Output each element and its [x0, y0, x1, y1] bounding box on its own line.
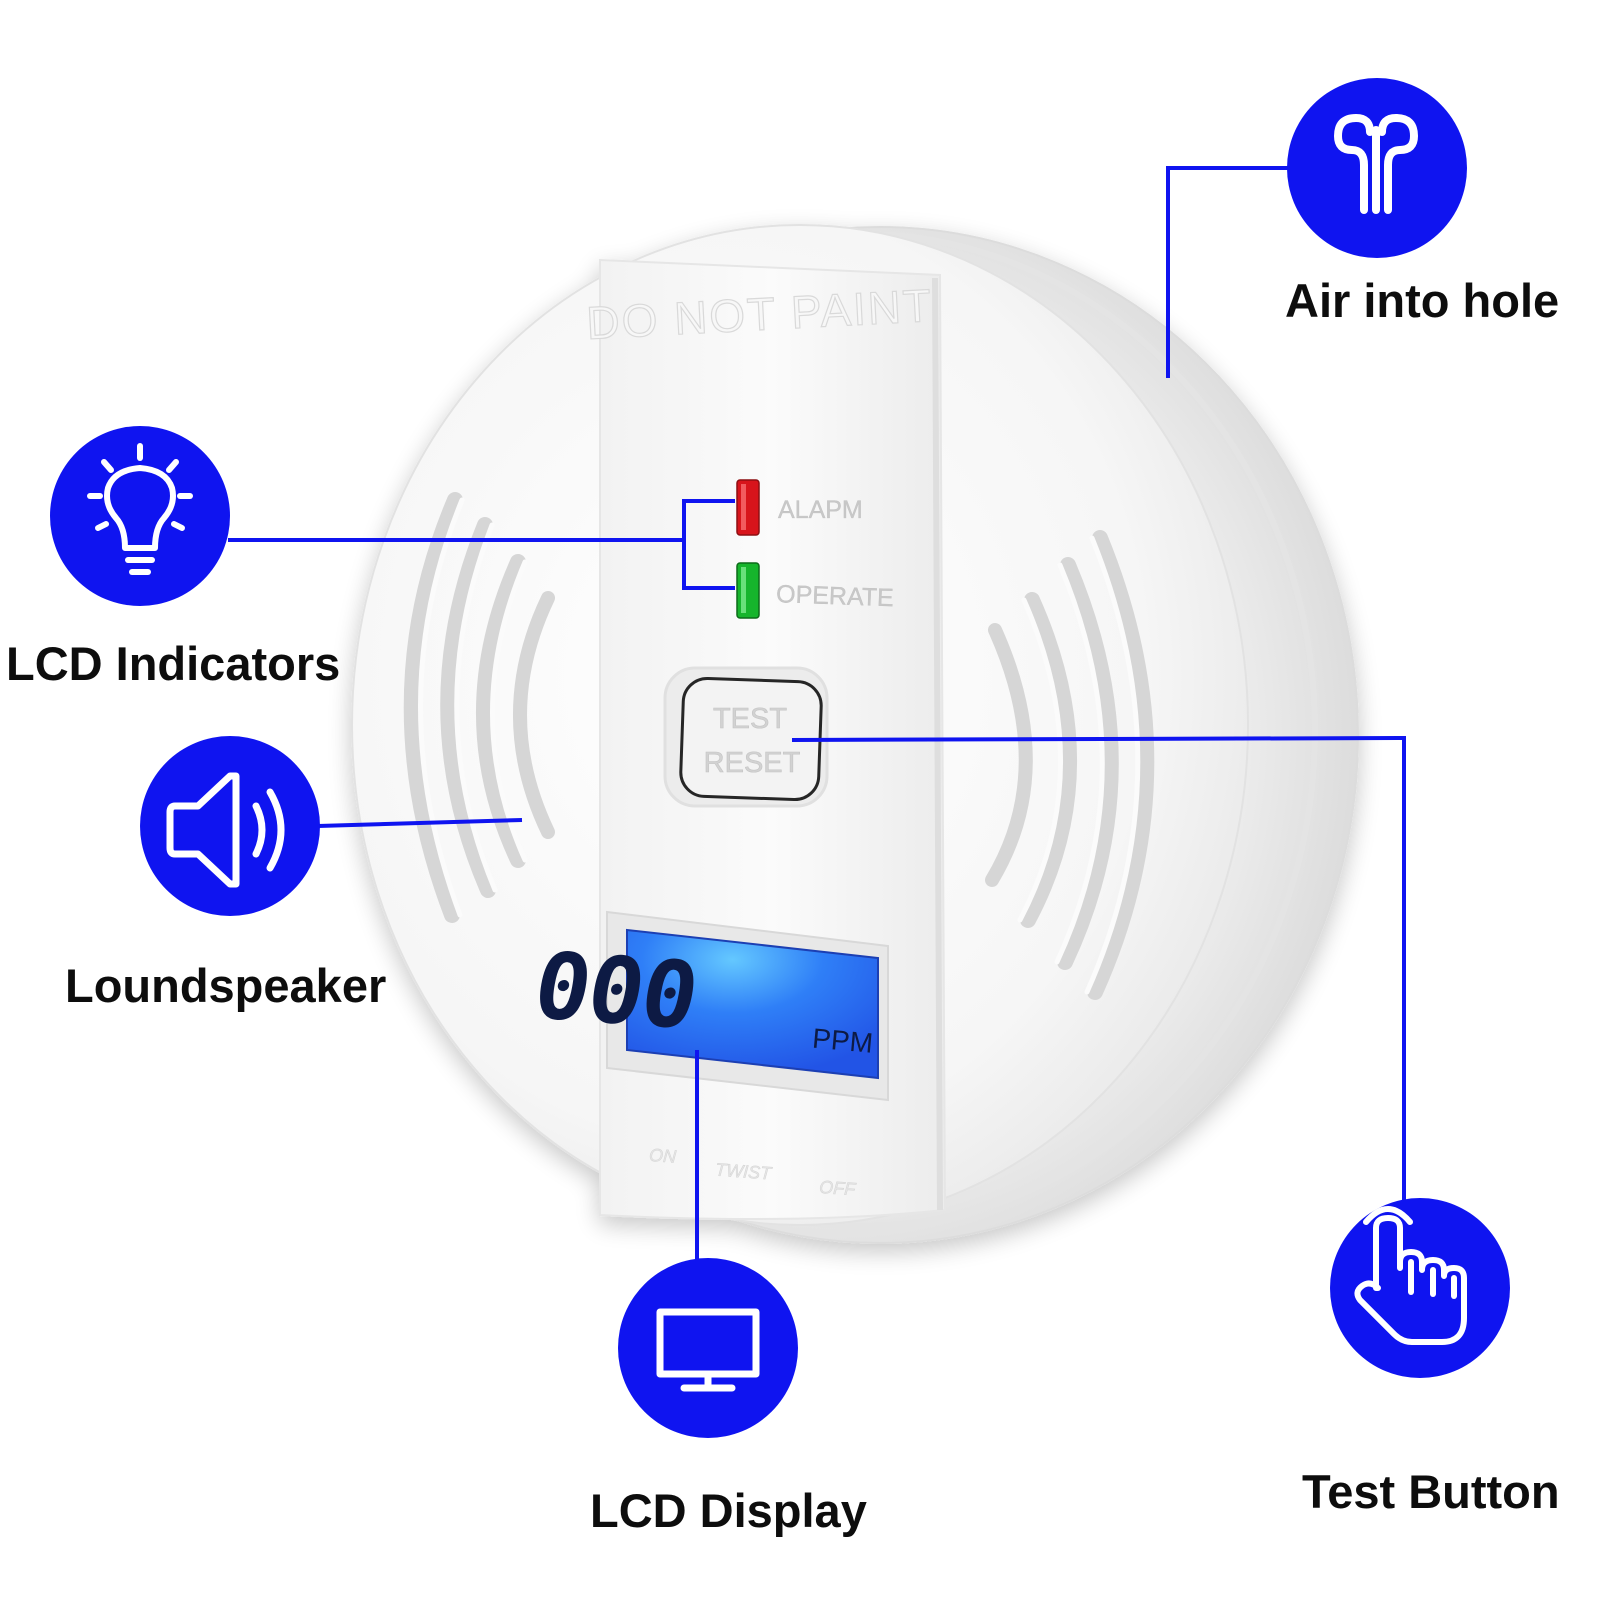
- led-alarm-label: ALAPM: [778, 496, 863, 524]
- connector-lines: [228, 166, 1406, 1262]
- led-alarm-shine: [741, 484, 746, 530]
- test-button-label-1: TEST: [713, 703, 787, 735]
- led-operate-shine: [741, 567, 746, 613]
- vent-slot-highlight: [1017, 597, 1063, 923]
- vent-slot: [1057, 557, 1119, 970]
- bulb-icon-circle: [50, 426, 230, 606]
- monitor-icon: [656, 1308, 760, 1392]
- air-callout-icon: [1287, 78, 1467, 258]
- indicators-callout-icon: [50, 426, 230, 606]
- display-callout-icon: [618, 1258, 798, 1438]
- vent-slot: [513, 591, 555, 839]
- light-bulb-icon: [87, 443, 193, 575]
- lcd-display: 000 PPM: [526, 910, 889, 1102]
- vent-slot-highlight: [1084, 535, 1141, 995]
- vent-slot: [440, 517, 496, 898]
- vent-slot: [403, 492, 463, 923]
- twist-instruction: ON TWIST OFF: [648, 1145, 857, 1200]
- connector-speaker: [317, 818, 523, 828]
- twist-off-label: OFF: [819, 1177, 857, 1200]
- vent-slot: [1087, 530, 1155, 1000]
- led-operate: [736, 562, 760, 619]
- vent-slot-highlight: [1054, 562, 1105, 965]
- connector-indicators-bracket: [682, 499, 735, 590]
- connector-air: [1166, 166, 1288, 378]
- vent-slot-highlight: [418, 497, 465, 918]
- test-button-label-2: RESET: [704, 747, 801, 779]
- monitor-icon-circle: [618, 1258, 798, 1438]
- vent-slot-highlight: [454, 522, 498, 893]
- right-speaker-vents: [985, 530, 1155, 1000]
- pointing-hand-icon: [1354, 1206, 1467, 1345]
- strip-edge-right: [932, 277, 943, 1211]
- air-flow-icon: [1333, 113, 1419, 214]
- twist-on-label: ON: [648, 1145, 677, 1167]
- vent-slot: [985, 623, 1033, 887]
- speaker-callout-icon: [140, 736, 320, 916]
- speaker-icon: [166, 772, 285, 888]
- label-lcd-display: LCD Display: [590, 1484, 867, 1537]
- embossed-do-not-paint: DO NOT PAINT: [585, 279, 934, 349]
- led-operate-label: OPERATE: [776, 580, 895, 612]
- vent-slot: [1020, 592, 1077, 928]
- lcd-value: 000: [526, 932, 705, 1050]
- speaker-icon-circle: [140, 736, 320, 916]
- test-callout-icon: [1330, 1198, 1510, 1378]
- label-loudspeaker: Loundspeaker: [65, 959, 387, 1012]
- test-reset-button[interactable]: TEST RESET: [663, 666, 829, 808]
- twist-label: TWIST: [715, 1160, 774, 1184]
- led-alarm: [736, 479, 760, 536]
- label-air-into-hole: Air into hole: [1285, 274, 1560, 327]
- label-lcd-indicators: LCD Indicators: [6, 637, 341, 690]
- lcd-screen: [626, 928, 879, 1080]
- label-test-button: Test Button: [1302, 1465, 1560, 1518]
- lcd-unit: PPM: [811, 1023, 874, 1059]
- connector-test: [791, 735, 1406, 1200]
